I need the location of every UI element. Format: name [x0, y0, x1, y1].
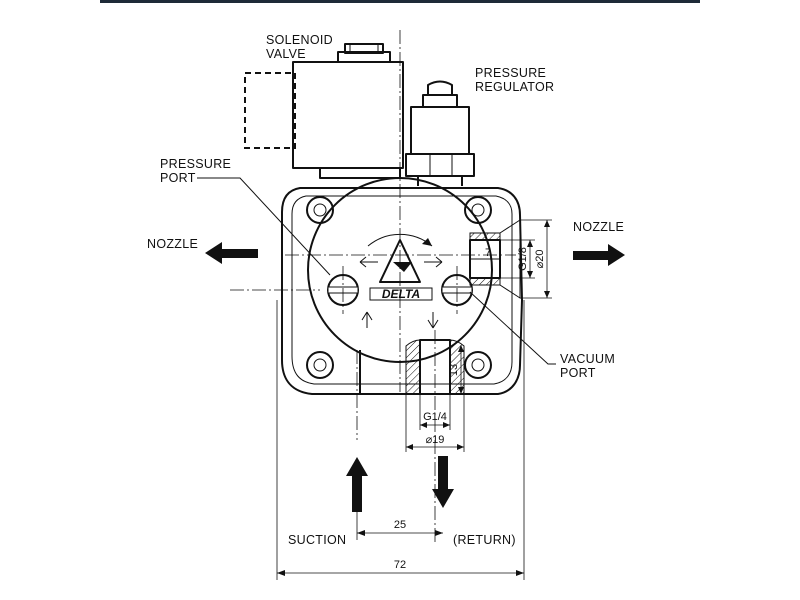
dimension-25-text: 25 [394, 519, 406, 531]
dimension-13-text: 13 [448, 364, 460, 376]
dimension-d20 [520, 219, 552, 299]
top-border-bar [100, 0, 700, 3]
return-port-fitting [405, 339, 465, 395]
delta-logo-text: DELTA [382, 287, 420, 301]
pressure-port-label-line2: PORT [160, 171, 196, 185]
leader-lines [197, 177, 556, 365]
vacuum-port-label-line1: VACUUM [560, 352, 615, 366]
solenoid-valve-label-line1: SOLENOID [266, 33, 333, 47]
return-arrow [432, 456, 454, 508]
dimension-d20-text: ⌀20 [534, 250, 546, 269]
dimension-72 [276, 300, 525, 580]
dimension-7-text: 7 [485, 247, 491, 259]
suction-label: SUCTION [288, 533, 346, 547]
dimension-d19 [405, 394, 465, 452]
delta-logo: DELTA [359, 233, 443, 329]
pump-body [281, 177, 523, 395]
dimension-72-text: 72 [394, 559, 406, 571]
return-label: (RETURN) [453, 533, 516, 547]
dimension-g14 [419, 394, 451, 430]
solenoid-valve-label-line2: VALVE [266, 47, 306, 61]
solenoid-valve [244, 43, 404, 179]
nozzle-left-arrow [205, 242, 258, 264]
pressure-port-label-line1: PRESSURE [160, 157, 231, 171]
nozzle-right-label: NOZZLE [573, 220, 624, 234]
pressure-regulator-label-line2: REGULATOR [475, 80, 554, 94]
vacuum-port-label-line2: PORT [560, 366, 596, 380]
dimension-d19-text: ⌀19 [426, 434, 445, 446]
nozzle-left-label: NOZZLE [147, 237, 198, 251]
pressure-regulator [405, 80, 475, 186]
dimension-g18-text: G1/8 [517, 247, 529, 271]
suction-arrow [346, 457, 368, 512]
center-lines [230, 30, 516, 545]
corner-bolts [306, 196, 492, 379]
dimension-25 [356, 512, 443, 540]
nozzle-right-arrow [573, 244, 625, 266]
dimension-g14-text: G1/4 [423, 411, 447, 423]
dimension-g18 [500, 239, 535, 279]
pressure-regulator-label-line1: PRESSURE [475, 66, 546, 80]
dimension-13 [458, 345, 464, 394]
